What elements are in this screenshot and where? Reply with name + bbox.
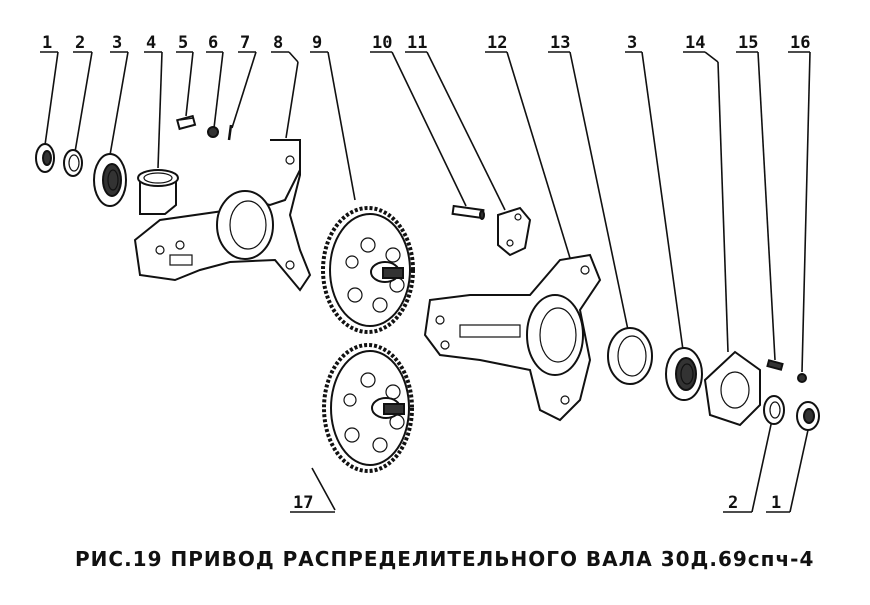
label-1-top: 1 xyxy=(42,33,52,53)
pin-part-10 xyxy=(451,204,485,220)
pin-part-7 xyxy=(227,124,233,141)
bolt-part-5 xyxy=(176,114,197,131)
label-4: 4 xyxy=(146,33,156,53)
stud-part-15 xyxy=(766,359,784,371)
label-13: 13 xyxy=(550,33,570,53)
gear-part-9 xyxy=(321,206,415,334)
leader-lines xyxy=(44,51,811,513)
label-11: 11 xyxy=(407,33,427,53)
label-3-right: 3 xyxy=(627,33,637,53)
nut-part-1-right xyxy=(796,401,820,431)
label-1-bottom: 1 xyxy=(771,493,781,513)
label-14: 14 xyxy=(685,33,705,53)
label-2-top: 2 xyxy=(75,33,85,53)
label-17: 17 xyxy=(293,493,313,513)
washer-part-6 xyxy=(207,126,219,138)
nut-part-16 xyxy=(797,373,807,383)
bearing-part-3-right xyxy=(665,347,703,401)
label-6: 6 xyxy=(208,33,218,53)
washer-part-2-right xyxy=(763,395,785,425)
bracket-part-12 xyxy=(423,253,602,422)
gear-part-17 xyxy=(322,343,414,473)
sleeve-part-4 xyxy=(137,169,179,215)
figure-caption: РИС.19 ПРИВОД РАСПРЕДЕЛИТЕЛЬНОГО ВАЛА 30… xyxy=(75,547,814,571)
cover-part-14 xyxy=(703,350,761,427)
label-7: 7 xyxy=(240,33,250,53)
label-3-top: 3 xyxy=(112,33,122,53)
label-12: 12 xyxy=(487,33,507,53)
nut-part-1-left xyxy=(35,143,55,173)
label-8: 8 xyxy=(273,33,283,53)
label-15: 15 xyxy=(738,33,758,53)
label-9: 9 xyxy=(312,33,322,53)
label-2-bottom: 2 xyxy=(728,493,738,513)
label-16: 16 xyxy=(790,33,810,53)
washer-part-2-left xyxy=(63,149,83,177)
sleeve-part-13 xyxy=(607,327,653,385)
plate-part-11 xyxy=(497,206,532,257)
label-10: 10 xyxy=(372,33,392,53)
label-5: 5 xyxy=(178,33,188,53)
bearing-part-3-left xyxy=(93,153,127,207)
bracket-part-8 xyxy=(133,139,312,292)
